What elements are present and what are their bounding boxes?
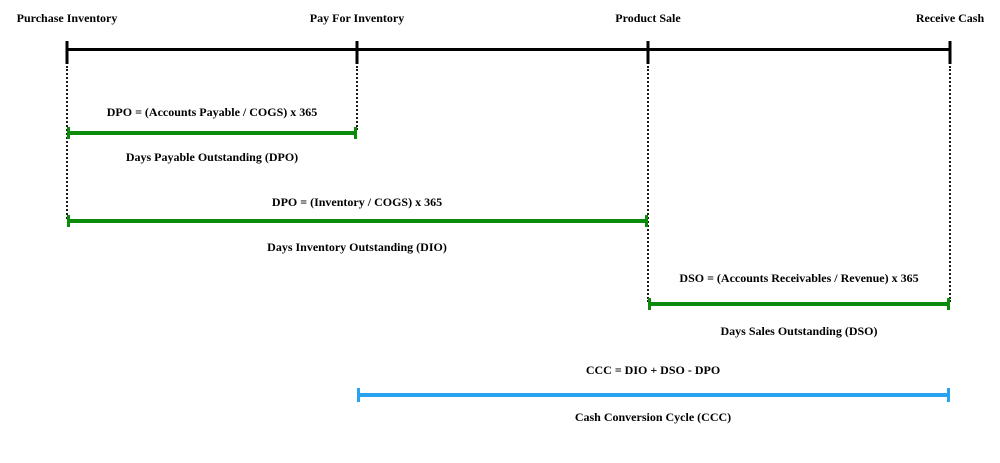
dio-bar-right-endcap xyxy=(645,215,648,227)
timeline-tick-product-sale xyxy=(646,41,650,64)
ccc-span-bar xyxy=(357,388,950,402)
milestone-label-receive-cash: Receive Cash xyxy=(915,11,985,25)
connector-receive-cash xyxy=(949,66,951,302)
timeline-axis xyxy=(67,48,950,51)
dpo-bar-right-endcap xyxy=(354,127,357,139)
dso-bar-line xyxy=(648,302,950,306)
ccc-formula: CCC = DIO + DSO - DPO xyxy=(585,363,721,377)
ccc-bar-line xyxy=(357,393,950,397)
connector-pay-for-inventory xyxy=(356,66,358,130)
milestone-label-product-sale: Product Sale xyxy=(615,11,681,25)
dio-bar-line xyxy=(67,219,648,223)
milestone-label-pay-for-inventory: Pay For Inventory xyxy=(309,11,405,25)
timeline-tick-purchase-inventory xyxy=(65,41,69,64)
dio-formula: DPO = (Inventory / COGS) x 365 xyxy=(271,195,443,209)
dso-span-bar xyxy=(648,298,950,310)
connector-purchase-inventory xyxy=(66,66,68,219)
dso-formula: DSO = (Accounts Receivables / Revenue) x… xyxy=(679,271,919,285)
timeline-tick-receive-cash xyxy=(948,41,952,64)
dpo-span-label: Days Payable Outstanding (DPO) xyxy=(125,150,299,164)
milestone-label-purchase-inventory: Purchase Inventory xyxy=(16,11,118,25)
dso-bar-right-endcap xyxy=(947,298,950,310)
dio-span-bar xyxy=(67,215,648,227)
ccc-span-label: Cash Conversion Cycle (CCC) xyxy=(574,410,732,424)
dso-span-label: Days Sales Outstanding (DSO) xyxy=(720,324,878,338)
ccc-bar-right-endcap xyxy=(947,388,950,402)
dpo-formula: DPO = (Accounts Payable / COGS) x 365 xyxy=(106,105,318,119)
dpo-span-bar xyxy=(67,127,357,139)
dio-span-label: Days Inventory Outstanding (DIO) xyxy=(267,240,447,254)
timeline-tick-pay-for-inventory xyxy=(355,41,359,64)
dpo-bar-line xyxy=(67,131,357,135)
connector-product-sale xyxy=(647,66,649,302)
